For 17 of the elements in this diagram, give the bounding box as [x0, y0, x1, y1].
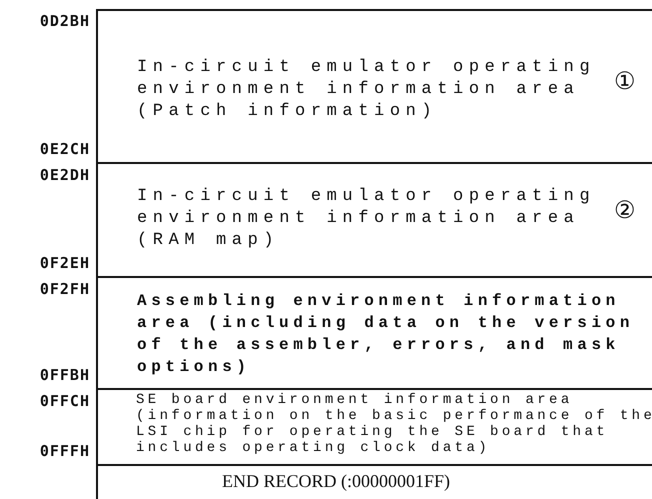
area-description: Assembling environment information area (including data on the version of the assembler, errors, and mask options) — [137, 291, 636, 378]
address-label: 0E2CH — [40, 140, 90, 158]
address-label: 0FFFH — [40, 442, 90, 460]
memory-area-box — [96, 388, 652, 466]
address-label: 0FFCH — [40, 392, 90, 410]
address-label: 0F2EH — [40, 254, 90, 272]
address-label: 0E2DH — [40, 166, 90, 184]
circled-number: ① — [614, 67, 636, 95]
area-description: In-circuit emulator operating environment information area (Patch information) — [137, 57, 596, 123]
circled-number: ② — [614, 196, 636, 224]
area-description: In-circuit emulator operating environment information area (RAM map) — [137, 186, 596, 252]
address-label: 0FFBH — [40, 366, 90, 384]
area-description: SE board environment information area (information on the basic performance of the LSI chip for operating the SE board that includes operating clock data) — [136, 392, 652, 456]
record-label: END RECORD (:00000001FF) — [220, 470, 451, 492]
memory-area-box — [96, 9, 652, 164]
address-label: 0D2BH — [40, 12, 90, 30]
address-label: 0F2FH — [40, 280, 90, 298]
